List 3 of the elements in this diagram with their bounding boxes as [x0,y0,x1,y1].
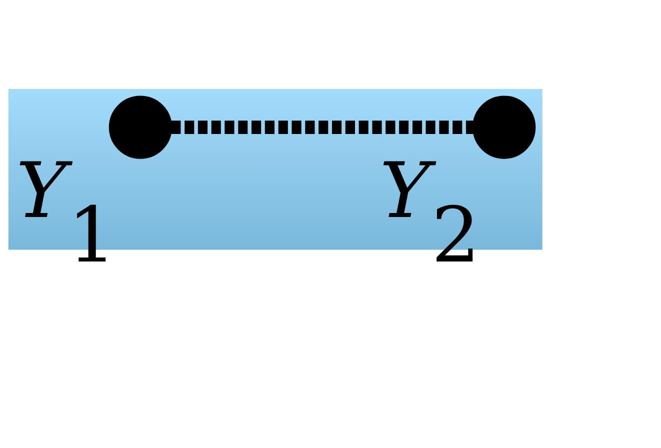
connector [171,120,474,134]
node-circle [472,95,536,158]
node-circle [108,95,172,158]
